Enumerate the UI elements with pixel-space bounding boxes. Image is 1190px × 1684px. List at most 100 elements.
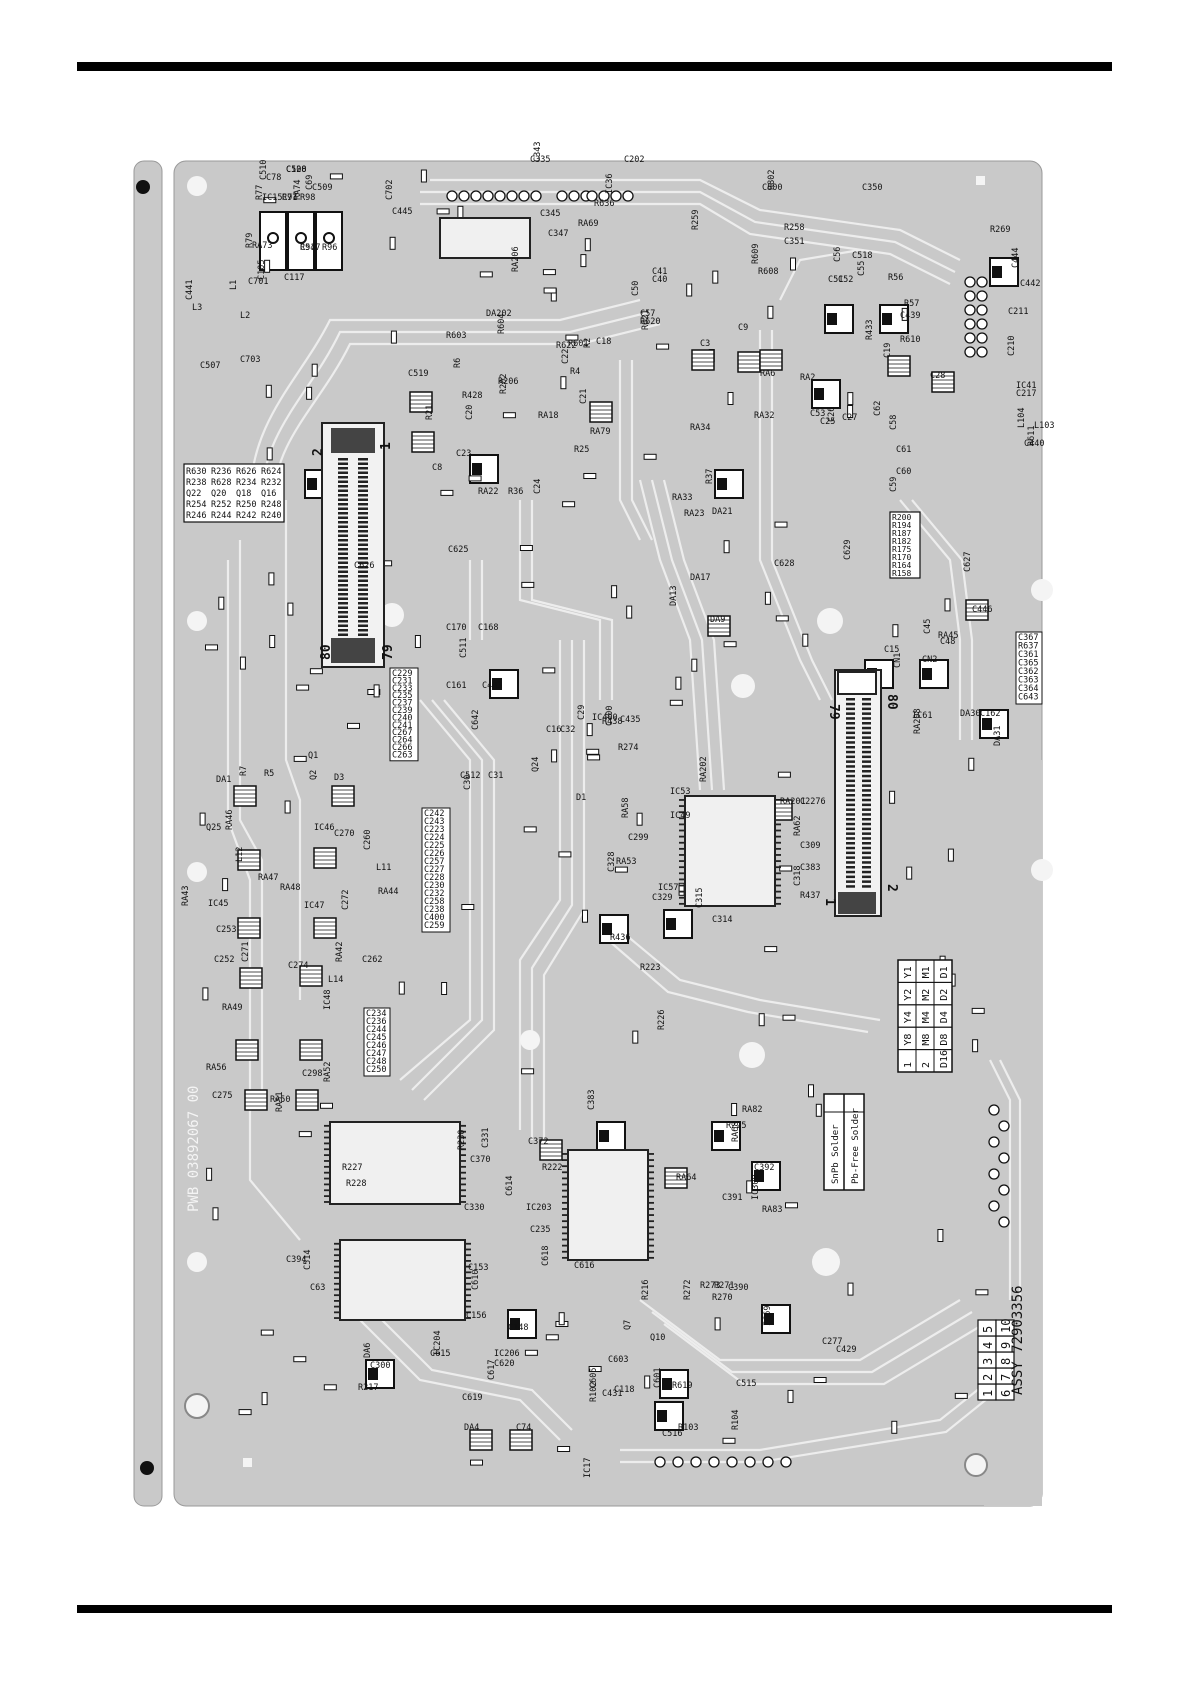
component-ref: C515 (736, 1379, 756, 1389)
smd-pad (202, 987, 209, 1001)
smd-pad (309, 668, 323, 675)
via (482, 190, 494, 202)
capacitor-column-label: C230 (424, 881, 444, 891)
bottom-rule (77, 1605, 1112, 1613)
ic-lead (648, 1195, 654, 1198)
capacitor-column-label: C246 (366, 1041, 386, 1051)
smd-pad (420, 169, 427, 183)
ic-lead (460, 1130, 466, 1133)
mounting-hole (739, 1042, 765, 1068)
smd-pad (586, 748, 600, 755)
smd-pad (764, 591, 771, 605)
resistor-array (737, 351, 761, 373)
ic-lead (324, 1130, 330, 1133)
cn2-pin (862, 712, 871, 715)
cn2-pin (862, 784, 871, 787)
cn1-pin (358, 629, 368, 632)
ic-lead (465, 1260, 471, 1262)
trace (779, 248, 861, 301)
resistor-block-2-label: R194 (892, 521, 911, 530)
solder-legend-pbfree: Pb-Free Solder (851, 1108, 861, 1184)
trace (411, 699, 484, 1091)
cn1-pin (338, 534, 348, 537)
cn2-pin (862, 861, 871, 864)
component-ref: Q2 (309, 770, 319, 780)
component-ref: RA56 (206, 1063, 226, 1073)
trace (650, 479, 714, 791)
capacitor-column-label: C266 (392, 743, 412, 753)
option-table-label: 2 (921, 1062, 932, 1068)
component-ref: C63 (310, 1283, 325, 1293)
component-ref: IC15 (262, 193, 282, 203)
cn1-pin (358, 602, 368, 605)
smd-pad (521, 1068, 535, 1075)
ic-lead (648, 1183, 654, 1186)
via (598, 190, 610, 202)
trace (530, 640, 574, 1140)
smd-pad (284, 800, 291, 814)
capacitor-column-label: C361 (1018, 650, 1038, 660)
cn2-pin (846, 765, 855, 768)
transistor-tab (754, 1170, 764, 1182)
component-ref: RA34 (690, 423, 710, 433)
capacitor-column-box (389, 667, 419, 762)
revision-grid-label: 8 (999, 1358, 1013, 1365)
ic-lead (562, 1238, 568, 1241)
smd-pad (545, 1334, 559, 1341)
trace (770, 330, 833, 701)
cn2-pin (846, 875, 855, 879)
smd-pad (524, 1349, 538, 1356)
component-ref: L3 (192, 303, 202, 313)
mounting-hole (187, 176, 207, 196)
component-ref: DA202 (486, 309, 512, 319)
component-ref: C446 (972, 605, 992, 615)
component-ref: RA208 (913, 708, 923, 734)
ic-lead (562, 1208, 568, 1210)
solder-legend: SnPb Solder Pb-Free Solder (823, 1093, 865, 1191)
ic-lead (775, 884, 781, 887)
smd-pad (519, 545, 533, 551)
revision-grid-label: 2 (981, 1374, 995, 1381)
cn1-pin (358, 476, 368, 479)
smd-pad (287, 602, 294, 616)
cn1-pin (338, 575, 348, 578)
capacitor-column-label: C238 (424, 905, 444, 915)
capacitor-column-label: C364 (1018, 684, 1038, 694)
option-table-label: D4 (939, 1011, 950, 1023)
cn1-pin (358, 530, 368, 533)
cn2-pin (846, 846, 855, 850)
smd-pad (543, 287, 557, 294)
component-ref: C509 (312, 183, 332, 193)
ic-lead (334, 1242, 340, 1245)
cn1-pin (338, 521, 348, 524)
ic-lead (775, 896, 781, 899)
cn2-pin (846, 722, 855, 725)
smd-pad (775, 615, 789, 622)
smd-pad (587, 754, 601, 761)
component-ref: C277 (822, 1337, 842, 1347)
smd-pad (746, 1180, 753, 1194)
ic-lead (775, 829, 781, 832)
cn1-pin (338, 584, 348, 587)
transistor-body (811, 379, 841, 409)
cn2-pin (862, 880, 871, 883)
capacitor-column-label: C228 (424, 873, 444, 883)
component-ref: C61 (896, 445, 911, 455)
ic-lead (679, 811, 685, 814)
component-ref: R25 (574, 445, 589, 455)
cn1-pin (358, 588, 368, 591)
cn2-pin (862, 707, 871, 711)
resistor-array (469, 1429, 493, 1451)
ic-lead (465, 1282, 471, 1285)
cn2-pin (846, 870, 855, 874)
smd-pad (971, 1007, 985, 1014)
transistor-tab (662, 1378, 672, 1390)
cn2-pin (862, 885, 871, 888)
cn2-pin (846, 861, 855, 864)
capacitor-column-label: R637 (1018, 642, 1038, 652)
cn2-pin (862, 846, 871, 850)
component-ref: C510 (259, 160, 269, 180)
component-ref: C394 (286, 1255, 306, 1265)
smd-pad (261, 1392, 268, 1406)
component-ref: C329 (652, 893, 672, 903)
